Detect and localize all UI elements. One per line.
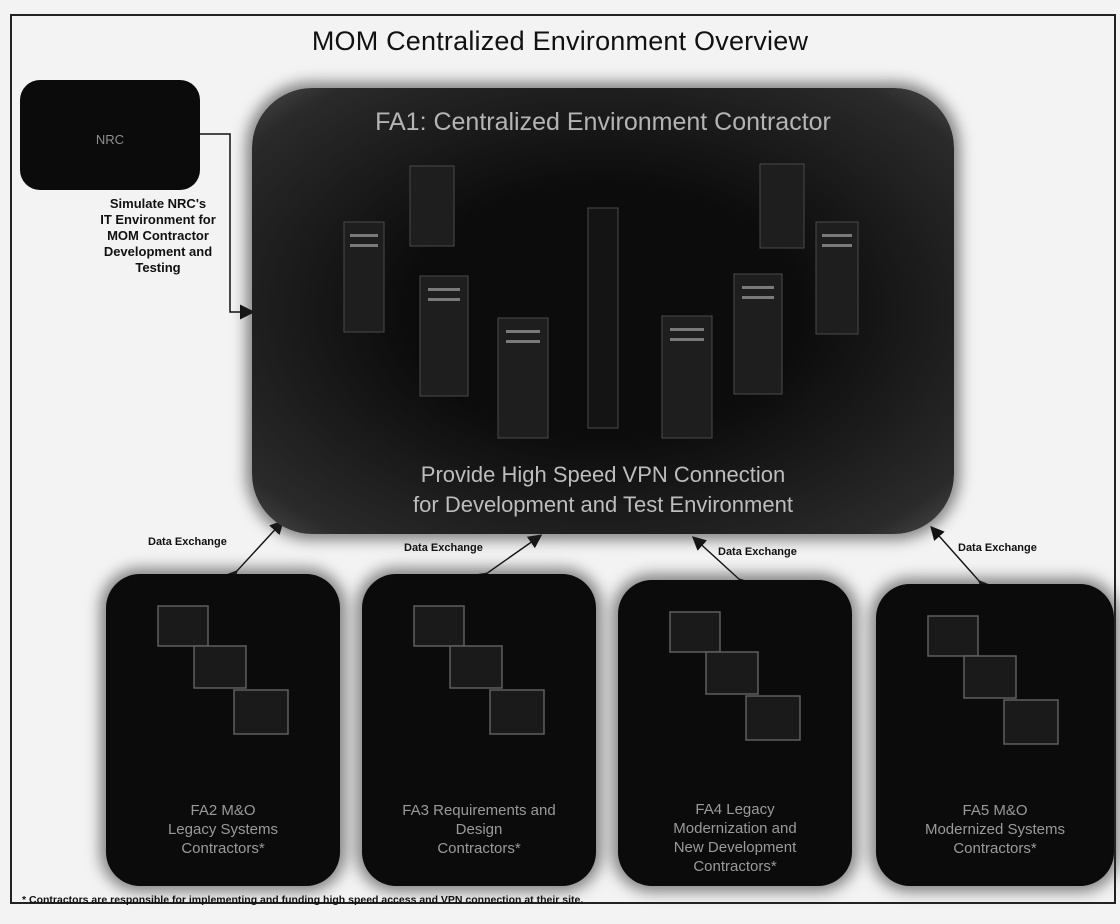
- server-icon: [343, 221, 385, 333]
- server-icon: [815, 221, 859, 335]
- monitor-group: [157, 605, 289, 735]
- monitor-icon: [705, 651, 759, 695]
- fa5-box: FA5 M&O Modernized Systems Contractors*: [876, 584, 1114, 886]
- diagram-frame: [10, 14, 1116, 904]
- monitor-icon: [745, 695, 801, 741]
- server-icon: [661, 315, 713, 439]
- data-exchange-label-fa4: Data Exchange: [718, 546, 797, 558]
- monitor-icon: [963, 655, 1017, 699]
- fa3-box: FA3 Requirements and Design Contractors*: [362, 574, 596, 886]
- fa4-exchange-arrow-icon: [691, 536, 753, 593]
- monitor-group: [669, 611, 801, 741]
- monitor-icon: [489, 689, 545, 735]
- server-icon: [419, 275, 469, 397]
- nrc-to-fa1-arrow-icon: [200, 133, 255, 320]
- monitor-group: [413, 605, 545, 735]
- server-icon: [733, 273, 783, 395]
- fa3-exchange-arrow-icon: [472, 534, 543, 587]
- monitor-icon: [449, 645, 503, 689]
- fa2-label: FA2 M&O Legacy Systems Contractors*: [167, 802, 279, 857]
- fa3-label: FA3 Requirements and Design Contractors*: [402, 802, 556, 857]
- monitor-icon: [927, 615, 979, 657]
- server-icon: [497, 317, 549, 439]
- nrc-label: NRC: [95, 132, 125, 147]
- monitor-icon: [1003, 699, 1059, 745]
- monitor-icon: [157, 605, 209, 647]
- fa5-label: FA5 M&O Modernized Systems Contractors*: [924, 802, 1066, 857]
- data-exchange-label-fa2: Data Exchange: [148, 536, 227, 548]
- server-icon: [409, 165, 455, 247]
- monitor-icon: [413, 605, 465, 647]
- fa1-box: FA1: Centralized Environment Contractor …: [252, 88, 954, 534]
- monitor-icon: [669, 611, 721, 653]
- footnote: * Contractors are responsible for implem…: [22, 894, 584, 906]
- fa2-box: FA2 M&O Legacy Systems Contractors*: [106, 574, 340, 886]
- monitor-icon: [193, 645, 247, 689]
- nrc-box: NRC: [20, 80, 200, 190]
- page-title: MOM Centralized Environment Overview: [311, 26, 809, 56]
- fa4-box: FA4 Legacy Modernization and New Develop…: [618, 580, 852, 886]
- monitor-icon: [233, 689, 289, 735]
- fa5-exchange-arrow-icon: [930, 525, 993, 596]
- fa1-caption: Provide High Speed VPN Connection for De…: [413, 462, 793, 517]
- nrc-description: Simulate NRC's IT Environment for MOM Co…: [100, 196, 216, 275]
- monitor-group: [927, 615, 1059, 745]
- data-exchange-label-fa5: Data Exchange: [958, 542, 1037, 554]
- fa4-label: FA4 Legacy Modernization and New Develop…: [673, 801, 797, 875]
- fa1-title: FA1: Centralized Environment Contractor: [375, 108, 831, 136]
- server-icon: [759, 163, 805, 249]
- server-rack-cluster: [343, 163, 859, 439]
- server-icon: [587, 207, 619, 429]
- fa2-exchange-arrow-icon: [223, 519, 284, 585]
- data-exchange-label-fa3: Data Exchange: [404, 542, 483, 554]
